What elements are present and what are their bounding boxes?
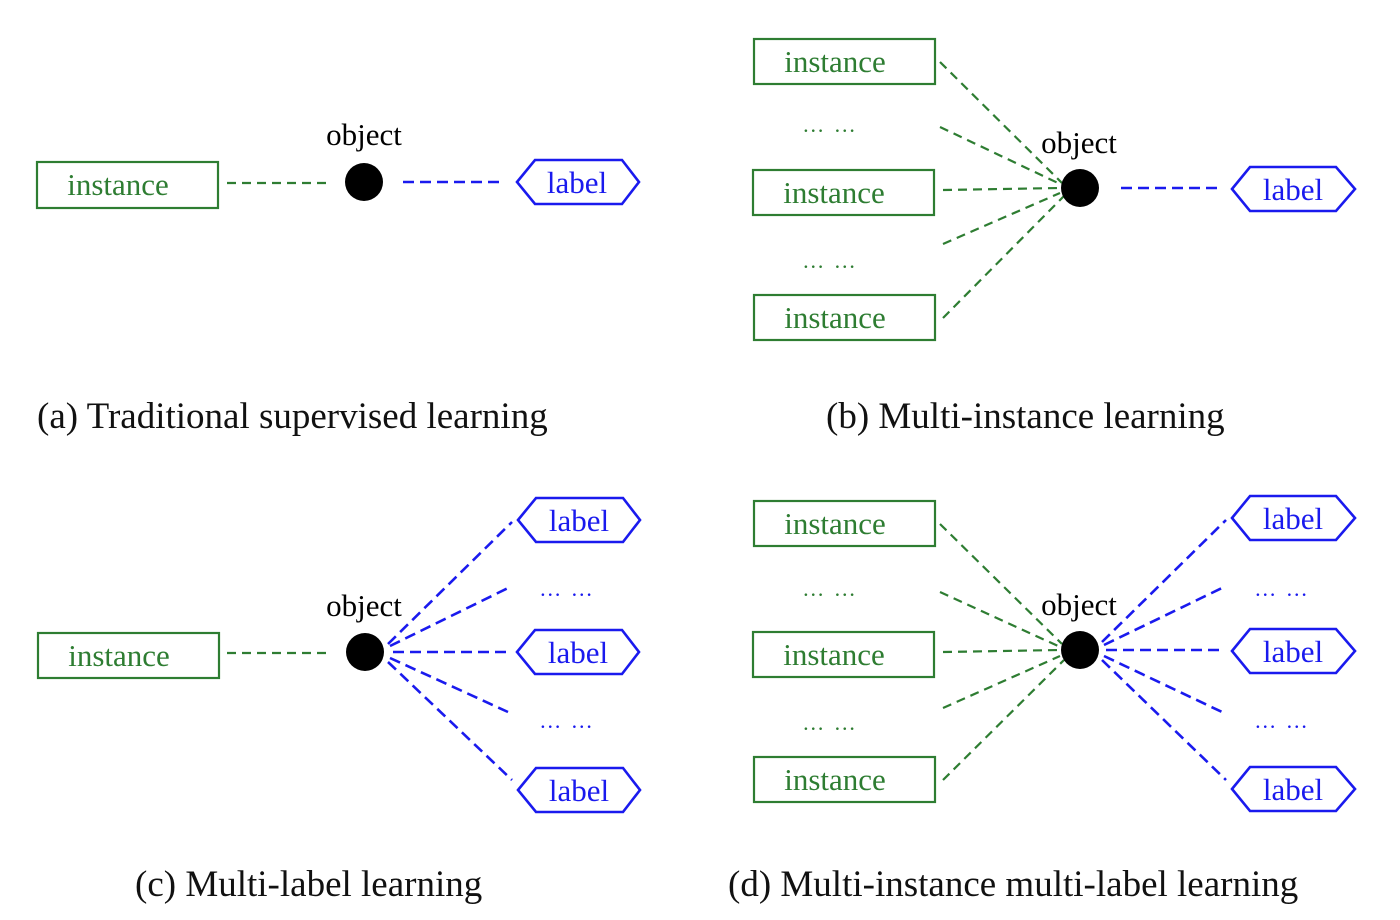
panel-b: instance … … instance … … instance objec…	[751, 37, 1357, 437]
edges-instance-object	[939, 61, 1065, 319]
object-label: object	[326, 588, 402, 623]
panel-c: instance object label … … label … … labe…	[36, 496, 642, 905]
edges-instance-object	[939, 523, 1065, 781]
instance-box: instance	[752, 755, 937, 804]
object-node	[1061, 631, 1099, 669]
label-hexagon: label	[1230, 165, 1357, 213]
label-text: label	[1263, 772, 1323, 807]
label-text: label	[1263, 172, 1323, 207]
instance-box: instance	[751, 168, 936, 217]
instance-ellipsis: … …	[802, 112, 858, 137]
panel-a: instance object label (a) Traditional su…	[35, 117, 641, 437]
object-label: object	[1041, 125, 1117, 160]
instance-box: instance	[751, 630, 936, 679]
label-hexagon: label	[1230, 494, 1357, 542]
object-node	[345, 163, 383, 201]
instance-box: instance	[35, 160, 220, 210]
label-ellipsis: … …	[539, 708, 595, 733]
edges-object-label	[1101, 519, 1227, 781]
edges-object-label	[387, 521, 513, 781]
panel-d: instance … … instance … … instance objec…	[728, 494, 1357, 905]
label-hexagon: label	[1230, 627, 1357, 675]
caption-a: (a) Traditional supervised learning	[37, 396, 548, 437]
instance-label: instance	[784, 44, 886, 79]
label-text: label	[547, 165, 607, 200]
instance-box: instance	[36, 631, 221, 680]
label-hexagon: label	[515, 158, 641, 206]
label-ellipsis: … …	[1254, 708, 1310, 733]
instance-label: instance	[783, 637, 885, 672]
caption-b: (b) Multi-instance learning	[826, 396, 1225, 437]
instance-ellipsis: … …	[802, 248, 858, 273]
label-text: label	[549, 773, 609, 808]
instance-label: instance	[784, 506, 886, 541]
label-hexagon: label	[1230, 765, 1357, 813]
instance-ellipsis: … …	[802, 710, 858, 735]
label-ellipsis: … …	[539, 576, 595, 601]
instance-label: instance	[67, 167, 169, 202]
instance-box: instance	[752, 37, 937, 86]
instance-label: instance	[784, 762, 886, 797]
object-node	[1061, 169, 1099, 207]
instance-box: instance	[752, 293, 937, 342]
object-label: object	[1041, 587, 1117, 622]
label-hexagon: label	[516, 496, 642, 544]
label-text: label	[1263, 501, 1323, 536]
label-text: label	[548, 635, 608, 670]
instance-label: instance	[68, 638, 170, 673]
caption-c: (c) Multi-label learning	[135, 864, 482, 905]
label-ellipsis: … …	[1254, 576, 1310, 601]
instance-label: instance	[784, 300, 886, 335]
caption-d: (d) Multi-instance multi-label learning	[728, 864, 1298, 905]
object-label: object	[326, 117, 402, 152]
label-hexagon: label	[515, 628, 641, 676]
label-text: label	[549, 503, 609, 538]
label-text: label	[1263, 634, 1323, 669]
label-hexagon: label	[516, 766, 642, 814]
instance-label: instance	[783, 175, 885, 210]
object-node	[346, 633, 384, 671]
instance-box: instance	[752, 499, 937, 548]
instance-ellipsis: … …	[802, 576, 858, 601]
